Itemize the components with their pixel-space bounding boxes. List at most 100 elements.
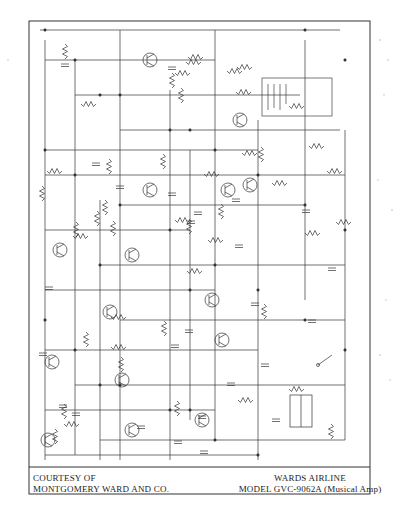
wire xyxy=(100,265,345,266)
junction-dot xyxy=(44,29,46,31)
junction-dot xyxy=(257,174,259,176)
capacitor-symbol xyxy=(72,413,80,416)
note-box xyxy=(262,78,332,116)
junction-dot xyxy=(257,289,259,291)
resistor-symbol xyxy=(309,144,324,149)
capacitor-symbol xyxy=(235,245,243,248)
resistor-symbol xyxy=(119,357,124,372)
transistor-symbol xyxy=(205,293,219,307)
junction-dot xyxy=(304,204,306,206)
resistor-symbol xyxy=(84,332,89,347)
transistor-symbol xyxy=(215,333,229,347)
wire xyxy=(45,455,258,456)
resistor-symbol xyxy=(186,60,201,65)
junction-dot xyxy=(74,174,76,176)
resistor-symbol xyxy=(305,231,320,236)
resistor-symbol xyxy=(204,172,219,177)
capacitor-symbol xyxy=(251,303,259,306)
capacitor-symbol xyxy=(137,426,145,429)
resistor-symbol xyxy=(272,181,287,186)
junction-dot xyxy=(74,349,76,351)
capacitor-symbol xyxy=(232,199,240,202)
resistor-symbol xyxy=(208,238,223,243)
wire xyxy=(40,30,340,31)
resistor-symbol xyxy=(162,321,167,336)
scan-marks xyxy=(7,39,393,380)
transistor-symbol xyxy=(233,113,247,127)
transistor-symbol xyxy=(53,243,67,257)
transistor-symbol xyxy=(45,355,59,369)
resistor-symbol xyxy=(236,90,251,95)
wire xyxy=(190,150,191,420)
capacitor-symbol xyxy=(272,419,280,422)
wire xyxy=(45,230,190,231)
resistor-symbol xyxy=(103,200,108,215)
resistor-symbol xyxy=(179,88,184,103)
capacitor-symbol xyxy=(261,364,269,367)
wire xyxy=(170,90,171,460)
wire xyxy=(258,120,259,460)
capacitor-symbol xyxy=(92,163,100,166)
resistor-symbol xyxy=(262,304,267,319)
capacitor-symbol xyxy=(227,383,235,386)
junction-dot xyxy=(119,384,121,386)
resistor-symbol xyxy=(81,102,96,107)
resistor-symbol xyxy=(237,65,252,70)
capacitor-symbol xyxy=(168,67,176,70)
junction-dot xyxy=(169,129,171,131)
junction-dot xyxy=(344,349,346,351)
transistor-symbol xyxy=(195,413,209,427)
switch-symbol xyxy=(317,355,333,367)
capacitor-symbol xyxy=(308,320,316,323)
resistor-symbol xyxy=(289,104,304,109)
transistor-symbol xyxy=(243,178,257,192)
resistor-symbol xyxy=(111,315,126,320)
resistor-symbol xyxy=(327,169,342,174)
resistor-symbol xyxy=(111,221,116,236)
resistor-symbol xyxy=(111,345,126,350)
junction-dot xyxy=(99,264,101,266)
transistor-symbol xyxy=(143,53,157,67)
resistor-symbol xyxy=(73,234,88,239)
junction-dot xyxy=(257,454,259,456)
capacitor-symbol xyxy=(116,186,124,189)
junction-dot xyxy=(44,149,46,151)
junction-dot xyxy=(119,94,121,96)
wire xyxy=(75,95,300,96)
resistor-symbol xyxy=(175,401,180,416)
wire xyxy=(100,440,345,441)
capacitor-symbol xyxy=(45,287,53,290)
capacitor-symbol xyxy=(328,268,336,271)
junction-dot xyxy=(44,319,46,321)
resistor-symbol xyxy=(227,69,242,74)
resistor-symbol xyxy=(175,71,190,76)
wire xyxy=(45,175,345,176)
junction-dot xyxy=(304,319,306,321)
junction-dot xyxy=(189,289,191,291)
resistor-symbol xyxy=(219,204,224,219)
resistor-symbol xyxy=(161,154,166,169)
wire xyxy=(45,150,258,151)
junction-dot xyxy=(74,59,76,61)
capacitor-symbol xyxy=(39,353,47,356)
wire xyxy=(100,200,101,460)
capacitor-symbol xyxy=(198,416,206,419)
wire xyxy=(45,40,46,460)
resistor-symbol xyxy=(259,147,264,162)
resistor-symbol xyxy=(329,424,334,439)
capacitor-symbol xyxy=(194,212,202,215)
resistor-symbol xyxy=(238,398,253,403)
capacitor-symbol xyxy=(302,210,310,213)
junction-dot xyxy=(169,409,171,411)
wire xyxy=(45,290,215,291)
wire xyxy=(45,60,215,61)
junction-dot xyxy=(119,204,121,206)
resistor-symbol xyxy=(188,55,203,60)
transistor-symbol xyxy=(125,423,139,437)
transistor-symbol xyxy=(143,183,157,197)
capacitor-symbol xyxy=(185,330,193,333)
junction-dot xyxy=(189,129,191,131)
transistor-symbol xyxy=(41,433,55,447)
resistor-symbol xyxy=(170,73,175,88)
junction-dot xyxy=(344,229,346,231)
